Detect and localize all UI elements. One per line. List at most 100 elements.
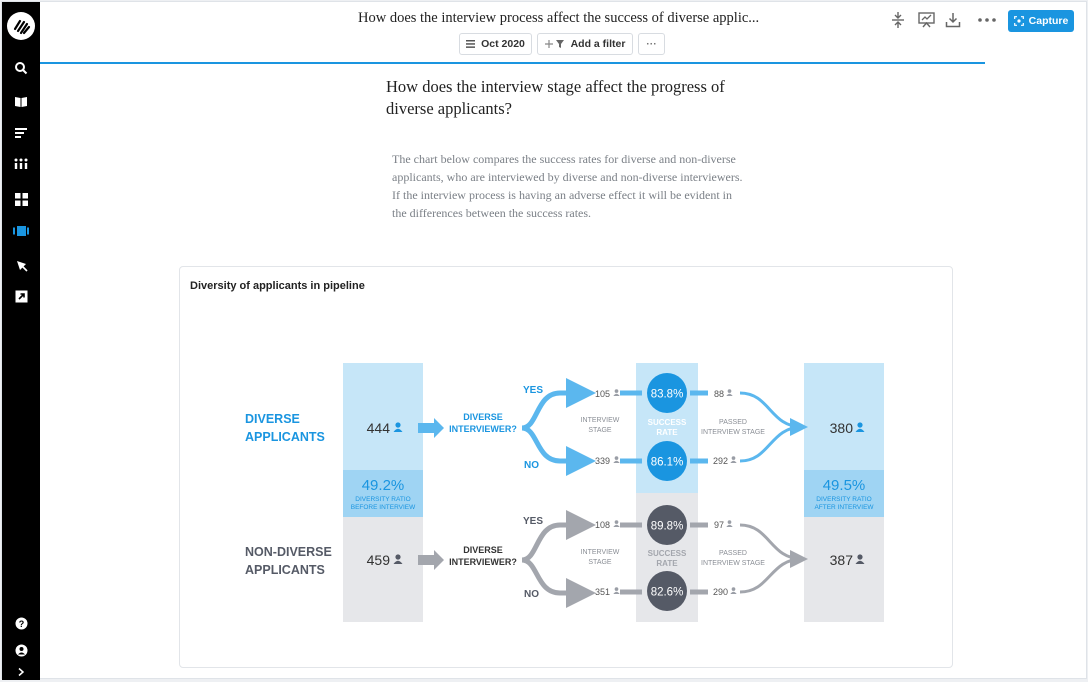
nondiverse-no-rate-circle	[647, 571, 687, 611]
nondiverse-no-passed: 290	[713, 587, 728, 597]
nondiverse-yes-rate-circle	[647, 505, 687, 545]
capture-button[interactable]: Capture	[1008, 10, 1074, 32]
diverse-total: 380	[830, 420, 854, 436]
ratio-before-label-2: BEFORE INTERVIEW	[351, 504, 416, 511]
capture-label: Capture	[1028, 15, 1069, 27]
loading-progress-bar	[40, 62, 985, 64]
person-icon	[726, 389, 733, 396]
diverse-count: 444	[367, 420, 391, 436]
nondiverse-yes-rate: 89.8%	[651, 521, 684, 533]
diverse-yes-label: YES	[523, 385, 543, 396]
nondiverse-yes-label: YES	[523, 516, 543, 527]
arrow-right-icon	[418, 418, 444, 438]
list-icon[interactable]	[11, 123, 31, 143]
svg-text:?: ?	[18, 619, 24, 629]
header: How does the interview process affect th…	[40, 2, 1086, 64]
pipeline-infographic: DIVERSE APPLICANTS 444 DIVERSE INTERVIEW…	[245, 363, 884, 622]
nondiverse-no-count: 351	[595, 587, 610, 597]
help-icon[interactable]: ?	[11, 613, 31, 633]
no-branch-arrow	[521, 557, 596, 608]
user-icon[interactable]	[11, 640, 31, 660]
nondiverse-stage-1: INTERVIEW	[581, 549, 620, 556]
nondiverse-label-2: APPLICANTS	[245, 563, 325, 577]
no-branch-arrow	[521, 425, 596, 476]
more-icon[interactable]	[977, 10, 997, 30]
pen-icon[interactable]	[11, 255, 31, 275]
more-filters-label: ···	[646, 38, 657, 50]
diverse-stage-2: STAGE	[588, 427, 612, 434]
story-description: The chart below compares the success rat…	[392, 152, 743, 220]
nondiverse-count: 459	[367, 552, 391, 568]
nondiverse-passed-2: INTERVIEW STAGE	[701, 560, 765, 567]
add-filter-button[interactable]: Add a filter	[537, 33, 633, 55]
diverse-no-rate: 86.1%	[651, 457, 684, 469]
date-filter-button[interactable]: Oct 2020	[459, 33, 532, 55]
filter-lines-icon	[466, 40, 476, 48]
expand-icon[interactable]	[11, 662, 31, 682]
diverse-no-rate-circle	[647, 441, 687, 481]
logo[interactable]	[7, 12, 35, 40]
book-icon[interactable]	[11, 92, 31, 112]
nondiverse-yes-passed: 97	[714, 520, 724, 530]
person-icon	[730, 456, 737, 463]
people-grid-icon[interactable]	[11, 154, 31, 174]
person-icon	[730, 587, 737, 594]
search-icon[interactable]	[11, 58, 31, 78]
ratio-after-panel	[804, 470, 884, 517]
nondiverse-no-rate: 82.6%	[651, 587, 684, 599]
diverse-label-2: APPLICANTS	[245, 430, 325, 444]
diverse-yes-rate: 83.8%	[651, 389, 684, 401]
stories-icon[interactable]	[11, 221, 31, 241]
card-title: Diversity of applicants in pipeline	[190, 280, 365, 292]
story-heading: How does the interview stage affect the …	[386, 77, 725, 118]
arrow-right-icon	[418, 550, 444, 570]
person-icon	[613, 587, 620, 594]
diverse-yes-rate-circle	[647, 373, 687, 413]
yes-branch-arrow	[521, 378, 596, 431]
present-icon[interactable]	[916, 10, 936, 30]
more-filters-button[interactable]: ···	[638, 33, 665, 55]
plus-filter-icon	[544, 40, 564, 48]
diverse-yes-count: 105	[595, 389, 610, 399]
compress-icon[interactable]	[888, 10, 908, 30]
diverse-applicants-panel	[343, 363, 423, 470]
page-title: How does the interview process affect th…	[358, 10, 760, 26]
ratio-before-panel	[343, 470, 423, 517]
export-icon[interactable]	[11, 286, 31, 306]
diverse-no-passed: 292	[713, 456, 728, 466]
dashboard-icon[interactable]	[11, 189, 31, 209]
yes-branch-arrow	[521, 510, 596, 563]
person-icon	[613, 456, 620, 463]
diverse-question-2: INTERVIEWER?	[449, 424, 517, 434]
diverse-stage-1: INTERVIEW	[581, 417, 620, 424]
nondiverse-applicants-panel	[343, 517, 423, 622]
diverse-rate-label-2: RATE	[656, 428, 678, 437]
merge-arrow	[739, 523, 803, 561]
add-filter-label: Add a filter	[570, 38, 626, 50]
ratio-before-label-1: DIVERSITY RATIO	[355, 496, 410, 503]
download-icon[interactable]	[943, 10, 963, 30]
diverse-no-label: NO	[524, 460, 539, 471]
merge-arrow	[739, 550, 808, 594]
diverse-rate-label-1: SUCCESS	[648, 418, 687, 427]
ratio-before-value: 49.2%	[362, 477, 405, 494]
diverse-total-panel	[804, 363, 884, 470]
capture-icon	[1013, 16, 1024, 26]
sidebar: ?	[2, 2, 40, 680]
diverse-question-1: DIVERSE	[463, 412, 503, 422]
diverse-no-count: 339	[595, 456, 610, 466]
nondiverse-no-label: NO	[524, 589, 539, 600]
nondiverse-question-1: DIVERSE	[463, 545, 503, 555]
chart-card: Diversity of applicants in pipeline DIVE…	[179, 266, 953, 668]
logo-mark-icon	[13, 19, 31, 35]
diverse-passed-1: PASSED	[719, 419, 747, 426]
nondiverse-total: 387	[830, 552, 854, 568]
nondiverse-label-1: NON-DIVERSE	[245, 545, 332, 559]
merge-arrow	[739, 391, 803, 429]
merge-arrow	[739, 418, 808, 463]
nondiverse-rate-label-1: SUCCESS	[648, 549, 687, 558]
ratio-after-value: 49.5%	[823, 477, 866, 494]
nondiverse-question-2: INTERVIEWER?	[449, 557, 517, 567]
person-icon	[613, 520, 620, 527]
